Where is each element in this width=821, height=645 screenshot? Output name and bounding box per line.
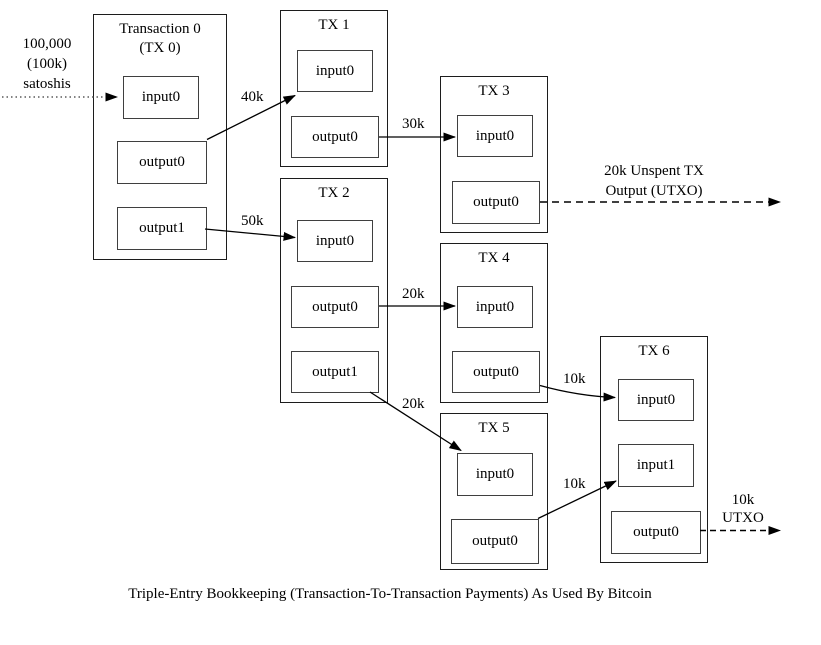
- tx5-port-input0: input0: [457, 453, 533, 496]
- tx2-box: TX 2 input0 output0 output1: [280, 178, 388, 403]
- tx6-title: TX 6: [638, 343, 670, 359]
- tx2-title: TX 2: [318, 185, 350, 201]
- flow-label-10k-tx6-input1: 10k: [563, 476, 586, 492]
- tx5-title: TX 5: [478, 420, 510, 436]
- flow-label-20k-tx5: 20k: [402, 396, 425, 412]
- tx0-port-output1: output1: [117, 207, 207, 250]
- tx3-port-output0: output0: [452, 181, 540, 224]
- tx4-title: TX 4: [478, 250, 510, 266]
- tx1-port-output0: output0: [291, 116, 379, 158]
- tx4-port-input0: input0: [457, 286, 533, 328]
- tx6-port-output0: output0: [611, 511, 701, 554]
- tx1-box: TX 1 input0 output0: [280, 10, 388, 167]
- tx0-title: Transaction 0 (TX 0): [94, 15, 226, 58]
- tx1-port-input0: input0: [297, 50, 373, 92]
- utxo-20k-line1: 20k Unspent TX: [604, 163, 704, 179]
- tx0-port-output0: output0: [117, 141, 207, 184]
- utxo-10k-line2: UTXO: [722, 510, 764, 526]
- tx3-port-input0: input0: [457, 115, 533, 157]
- flow-label-20k-tx4: 20k: [402, 286, 425, 302]
- tx2-port-input0: input0: [297, 220, 373, 262]
- tx2-port-output1: output1: [291, 351, 379, 393]
- utxo-annotation-20k: 20k Unspent TX Output (UTXO): [588, 161, 720, 201]
- tx4-box: TX 4 input0 output0: [440, 243, 548, 403]
- tx1-title: TX 1: [318, 17, 350, 33]
- source-annotation-line3: satoshis: [23, 76, 71, 92]
- tx6-port-input1: input1: [618, 444, 694, 487]
- tx2-port-output0: output0: [291, 286, 379, 328]
- utxo-annotation-10k: 10k UTXO: [712, 491, 774, 527]
- tx3-box: TX 3 input0 output0: [440, 76, 548, 233]
- source-annotation-line1: 100,000: [22, 36, 72, 52]
- tx6-port-input0: input0: [618, 379, 694, 421]
- tx4-port-output0: output0: [452, 351, 540, 393]
- diagram-caption: Triple-Entry Bookkeeping (Transaction-To…: [128, 586, 652, 602]
- tx5-port-output0: output0: [451, 519, 539, 564]
- flow-label-40k: 40k: [241, 89, 264, 105]
- flow-label-30k: 30k: [402, 116, 425, 132]
- tx0-title-line2: (TX 0): [139, 40, 181, 56]
- tx0-title-line1: Transaction 0: [119, 21, 201, 37]
- tx3-title: TX 3: [478, 83, 510, 99]
- tx5-box: TX 5 input0 output0: [440, 413, 548, 570]
- flow-label-50k: 50k: [241, 213, 264, 229]
- utxo-10k-line1: 10k: [731, 492, 755, 508]
- tx6-box: TX 6 input0 input1 output0: [600, 336, 708, 563]
- tx0-box: Transaction 0 (TX 0) input0 output0 outp…: [93, 14, 227, 260]
- source-annotation: 100,000 (100k) satoshis: [8, 34, 86, 94]
- tx0-port-input0: input0: [123, 76, 199, 119]
- flow-label-10k-tx6-input0: 10k: [563, 371, 586, 387]
- source-annotation-line2: (100k): [27, 56, 67, 72]
- utxo-20k-line2: Output (UTXO): [605, 183, 703, 199]
